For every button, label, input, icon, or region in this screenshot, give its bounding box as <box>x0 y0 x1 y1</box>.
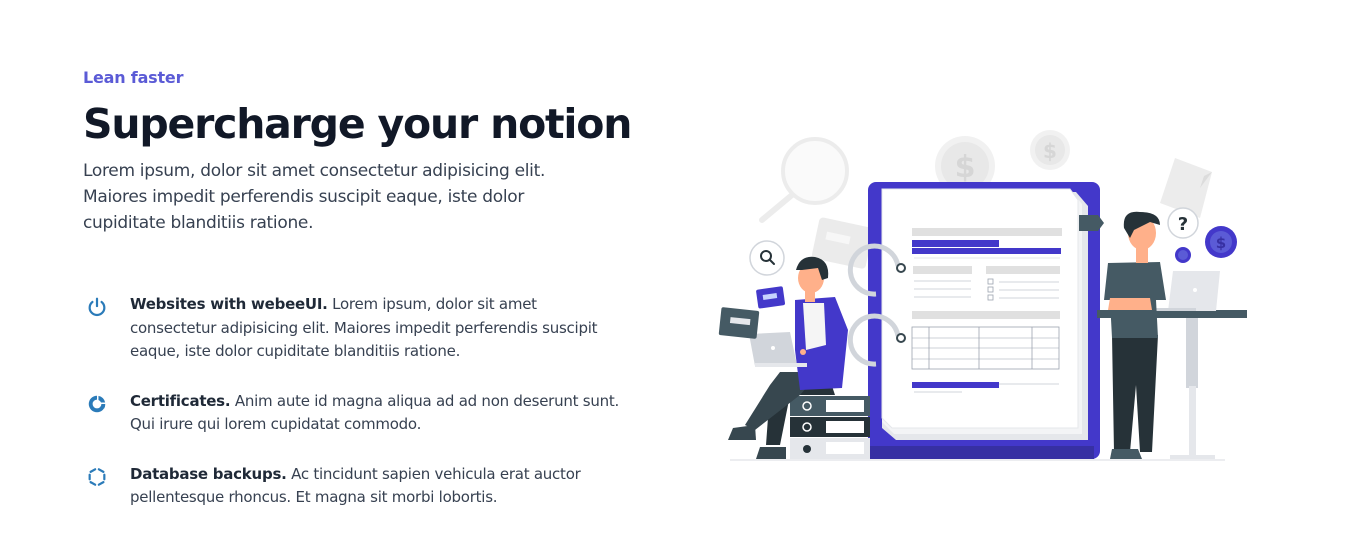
feature-name: Certificates. <box>130 391 231 410</box>
binder-illustration <box>847 182 1104 459</box>
file-stack-illustration <box>790 396 870 459</box>
feature-description: Ac tincidunt sapien vehicula erat auctor… <box>130 464 581 507</box>
lead-paragraph: Lorem ipsum, dolor sit amet consectetur … <box>83 161 546 233</box>
coin-bg-icon: $ <box>1030 130 1070 170</box>
hero-text: Lean faster Supercharge your notion Lore… <box>83 66 643 236</box>
coin-bg-icon: $ <box>935 136 995 196</box>
feature-name: Database backups. <box>130 464 287 483</box>
paper-bg-icon <box>1160 158 1212 218</box>
question-bubble-icon: ? <box>1167 207 1199 239</box>
svg-text:$: $ <box>1043 139 1057 163</box>
feature-description: Anim aute id magna aliqua ad ad non dese… <box>130 391 619 434</box>
svg-text:$: $ <box>1216 234 1226 252</box>
search-bubble-icon <box>749 240 785 276</box>
eyebrow-label: Lean faster <box>83 68 184 87</box>
svg-text:$: $ <box>955 150 976 185</box>
coin-icon: $ <box>1205 226 1237 258</box>
seated-person-illustration <box>728 256 848 459</box>
pie-chart-icon <box>86 393 108 415</box>
folder-icon <box>756 286 785 309</box>
hero-illustration: $ $ <box>715 130 1255 465</box>
loader-icon <box>86 466 108 488</box>
svg-text:?: ? <box>1178 214 1188 235</box>
magnifier-bg-icon <box>759 137 849 223</box>
coin-small-icon <box>1175 247 1191 263</box>
feature-description: Lorem ipsum, dolor sit amet consectetur … <box>130 295 598 360</box>
folder-dark-icon <box>718 307 760 339</box>
feature-item-certificates: Certificates. Anim aute id magna aliqua … <box>83 390 623 437</box>
page-title: Supercharge your notion <box>83 100 632 148</box>
power-icon <box>86 296 108 318</box>
feature-item-websites: Websites with webeeUI. Lorem ipsum, dolo… <box>83 293 623 364</box>
standing-person-illustration <box>1097 211 1247 459</box>
feature-name: Websites with webeeUI. <box>130 295 328 313</box>
feature-item-database-backups: Database backups. Ac tincidunt sapien ve… <box>83 463 623 510</box>
feature-list: Websites with webeeUI. Lorem ipsum, dolo… <box>83 293 623 510</box>
